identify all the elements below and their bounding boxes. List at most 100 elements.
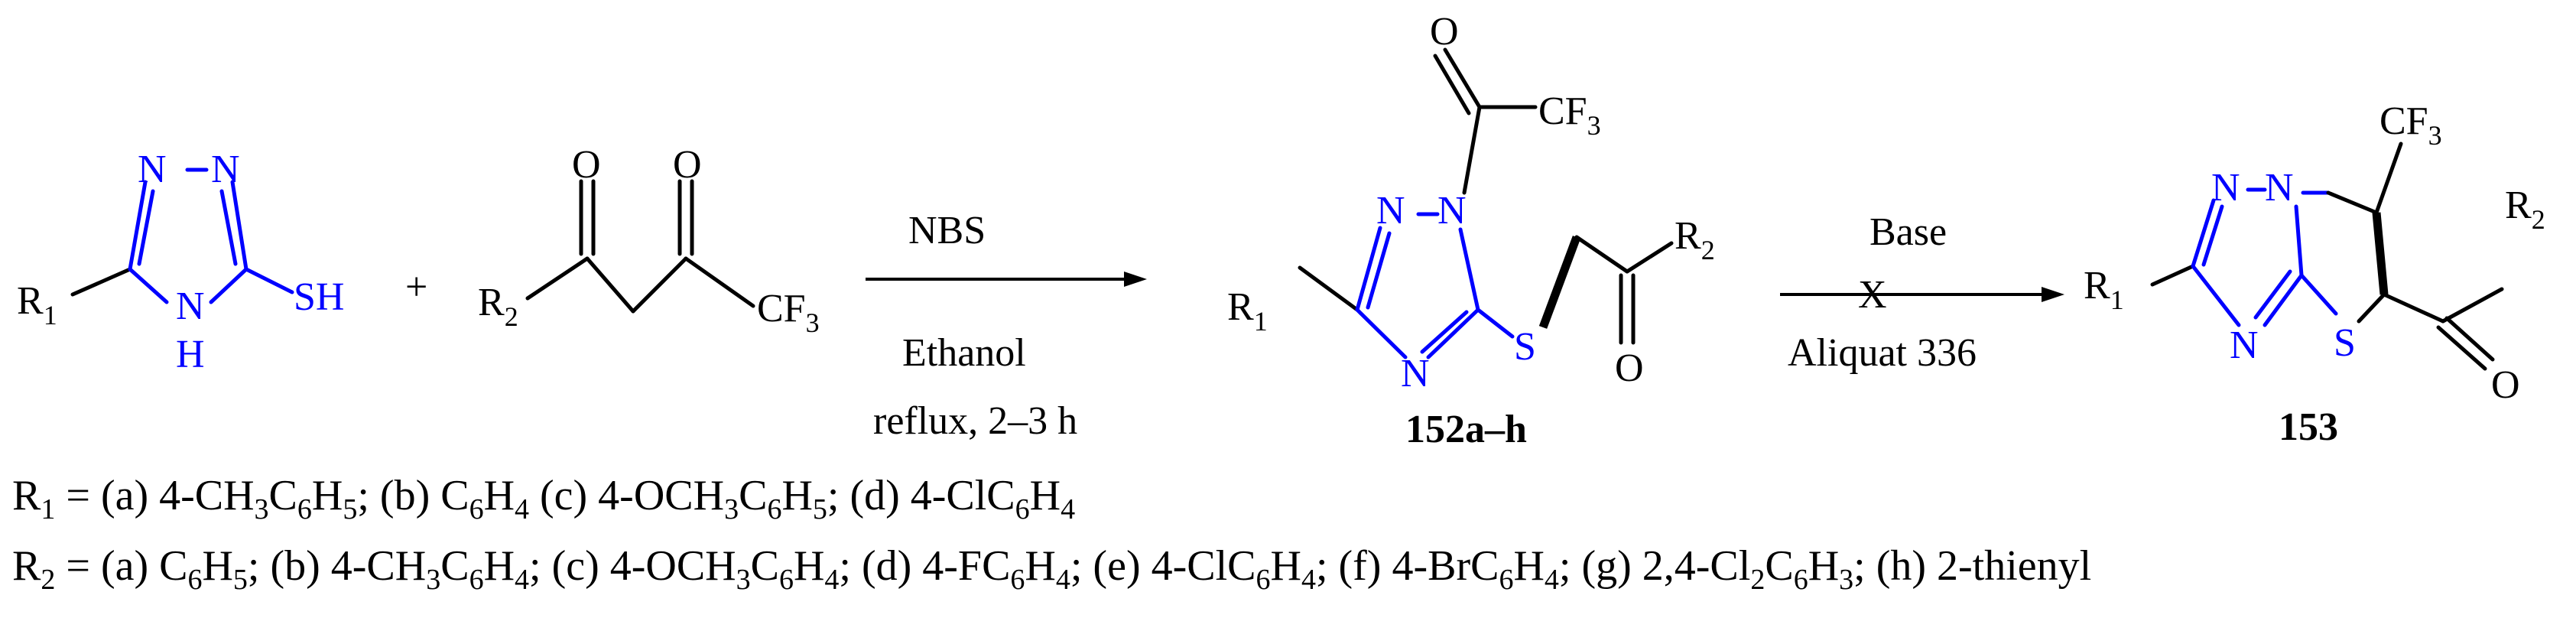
legend-text: H	[483, 472, 515, 519]
legend-text: H	[311, 472, 343, 519]
r1-label: R1	[17, 279, 57, 330]
r2-label: R2	[478, 281, 518, 332]
product-ring-double-3	[2253, 269, 2292, 320]
legend-sub: 6	[767, 493, 782, 526]
legend-sub: 5	[812, 493, 827, 526]
product-n-c-bond	[2326, 190, 2379, 215]
legend-r1-lead-sub: 1	[41, 493, 56, 526]
thiol-sh-label: SH	[294, 275, 344, 319]
product-ketone-b	[2444, 316, 2495, 362]
product-s-label: S	[2334, 321, 2356, 365]
product-n-label: N	[2211, 166, 2240, 210]
carbonyl-1-oxygen: O	[572, 143, 601, 187]
intermediate-152: O CF3 N N N S R1 R2 O 152a–h	[1227, 10, 1715, 451]
legend-r2-g: ; (g) 2,4-Cl	[1558, 542, 1751, 590]
legend-r2-b: ; (b) 4-CH	[247, 542, 427, 590]
step1-conditions: reflux, 2–3 h	[873, 399, 1077, 443]
intermediate-s-label: S	[1514, 325, 1536, 369]
step2-blocked-mark: X	[1858, 273, 1887, 317]
step1-solvent: Ethanol	[902, 331, 1026, 375]
legend-sub: 4	[515, 564, 530, 597]
product-n4-label: N	[2230, 324, 2259, 367]
reaction-arrow-2: Base X Aliquat 336	[1780, 210, 2064, 375]
legend-sub: 6	[1010, 564, 1025, 597]
product-ketone-a	[2436, 325, 2487, 371]
legend-sub: 3	[724, 493, 739, 526]
legend-r1-c: (c) 4-OCH	[529, 472, 725, 519]
product-cf3-bond	[2374, 141, 2403, 215]
arrow-2-head	[2042, 287, 2064, 302]
legend-text: C	[739, 472, 768, 519]
legend-text: H	[793, 542, 825, 590]
legend-text: H	[483, 542, 515, 590]
product-ring-double-1	[2201, 204, 2224, 267]
legend-sub: 4	[1055, 564, 1070, 597]
step2-reagent-base: Base	[1869, 210, 1947, 254]
legend-r1-lead: R	[12, 472, 41, 519]
intermediate-n-acyl-bond	[1462, 105, 1482, 195]
legend-r2: R2 = (a) C6H5; (b) 4-CH3C6H4; (c) 4-OCH3…	[12, 545, 2091, 594]
intermediate-ring-double-1	[1366, 231, 1392, 310]
legend-text: C	[750, 542, 779, 590]
legend-sub: 6	[297, 493, 312, 526]
intermediate-r1-bond	[1298, 265, 1359, 312]
legend-sub: 4	[515, 493, 530, 526]
legend-text: H	[1270, 542, 1301, 590]
intermediate-co-r2-bond	[1625, 241, 1674, 274]
intermediate-cf3: CF3	[1538, 89, 1601, 141]
diketone-bond-r2	[525, 256, 590, 301]
thiol-bond	[244, 267, 294, 294]
intermediate-ring-bond-1	[1355, 226, 1382, 312]
legend-sub: 6	[1793, 564, 1808, 597]
r1-bond	[70, 267, 132, 297]
legend-sub: 3	[426, 564, 441, 597]
legend-text: H	[1025, 542, 1056, 590]
triazole-double-bond-c3-n2	[137, 189, 155, 266]
legend-sub: 6	[187, 564, 203, 597]
legend-text: C	[1765, 542, 1794, 590]
intermediate-s-ch2-bond	[1538, 236, 1581, 329]
intermediate-r2: R2	[1675, 214, 1715, 265]
intermediate-ring-double-5	[1420, 310, 1469, 354]
legend-text: H	[781, 472, 813, 519]
intermediate-acyl-oxygen: O	[1430, 10, 1459, 54]
cf3-label: CF3	[757, 287, 820, 338]
legend-r1: R1 = (a) 4-CH3C6H5; (b) C6H4 (c) 4-OCH3C…	[12, 474, 1075, 524]
product-c-s-bond	[2299, 273, 2338, 316]
intermediate-n-label: N	[1376, 189, 1405, 233]
diketone-bond-ch2-b	[631, 256, 688, 314]
legend-text: H	[1029, 472, 1061, 519]
product-ring-bond-1	[2191, 198, 2216, 268]
intermediate-ring-bond-4	[1355, 307, 1408, 359]
legend-sub: 6	[469, 493, 484, 526]
legend-r2-lead-sub: 2	[41, 564, 56, 597]
reactant-triazole-thiol: R1 N N N H SH	[17, 148, 344, 376]
step2-reagent-aliquat: Aliquat 336	[1788, 331, 1977, 375]
triazole-n1-label: N	[211, 148, 240, 191]
legend-text: H	[202, 542, 233, 590]
product-thiazole-bond	[2372, 212, 2389, 295]
legend-r1-a: = (a) 4-CH	[55, 472, 255, 519]
product-r1: R1	[2084, 264, 2124, 315]
triazole-n4-label: N	[176, 285, 205, 328]
product-compound-label: 153	[2279, 405, 2338, 449]
intermediate-ch2-co-bond	[1574, 235, 1629, 274]
triazole-n2-label: N	[138, 148, 167, 191]
legend-r2-lead: R	[12, 542, 41, 590]
legend-r2-a: = (a) C	[55, 542, 188, 590]
legend-sub: 4	[1544, 564, 1559, 597]
diketone-bond-cf3	[684, 256, 755, 308]
product-ring-bond-3	[2263, 273, 2304, 327]
legend-r2-f: ; (f) 4-BrC	[1315, 542, 1499, 590]
legend-sub: 4	[824, 564, 840, 597]
intermediate-ring-bond-3	[1458, 227, 1480, 312]
legend-sub: 6	[1256, 564, 1271, 597]
triazole-bond-n1-c5	[230, 180, 249, 272]
product-r2: R2	[2505, 184, 2545, 235]
legend-sub: 2	[1750, 564, 1766, 597]
legend-sub: 3	[1839, 564, 1854, 597]
arrow-1-head	[1124, 272, 1147, 287]
intermediate-acyl-co-b	[1433, 54, 1471, 115]
intermediate-c-s-bond	[1476, 307, 1515, 339]
product-ketone-oxygen: O	[2491, 363, 2520, 407]
